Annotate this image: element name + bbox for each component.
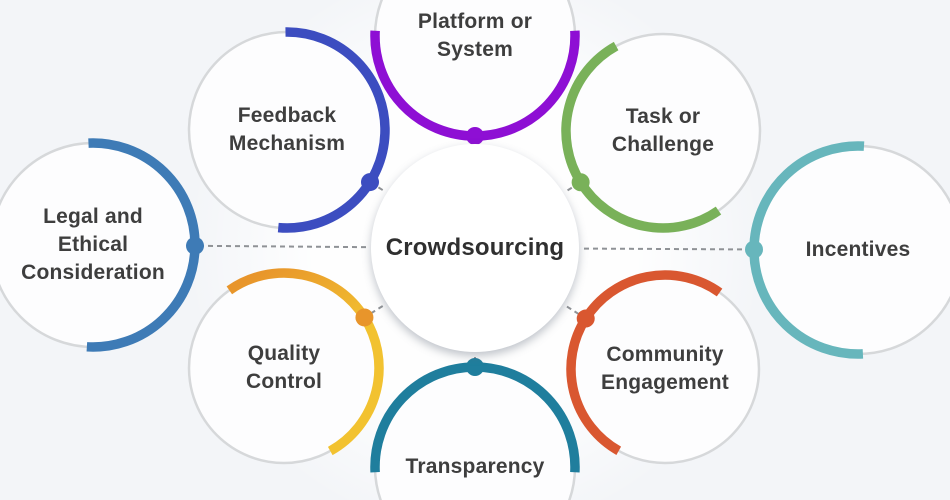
node-arc bbox=[277, 27, 390, 233]
node-dot bbox=[466, 358, 484, 376]
node-dot bbox=[466, 127, 484, 145]
center-label: Crowdsourcing bbox=[385, 234, 565, 261]
connector-line-legal-and-ethical-consideration bbox=[194, 244, 367, 249]
node-dot bbox=[185, 236, 204, 255]
node-dot bbox=[361, 173, 380, 192]
connector-line-incentives bbox=[583, 247, 755, 251]
center-node: Crowdsourcing bbox=[371, 144, 579, 352]
node-incentives bbox=[745, 141, 950, 359]
node-dot bbox=[745, 240, 764, 259]
node-community-engagement bbox=[566, 270, 761, 465]
node-legal-and-ethical-consideration bbox=[0, 138, 204, 352]
node-quality-control bbox=[187, 268, 384, 465]
node-circle bbox=[373, 365, 577, 500]
node-feedback-mechanism bbox=[187, 27, 390, 233]
connector-line-quality-control bbox=[363, 305, 384, 319]
node-circle bbox=[373, 0, 577, 138]
node-task-or-challenge bbox=[561, 32, 762, 233]
node-dot bbox=[355, 308, 374, 327]
node-transparency bbox=[370, 358, 580, 500]
node-dot bbox=[576, 309, 595, 328]
node-dot bbox=[571, 173, 590, 192]
node-platform-or-system bbox=[370, 0, 580, 145]
